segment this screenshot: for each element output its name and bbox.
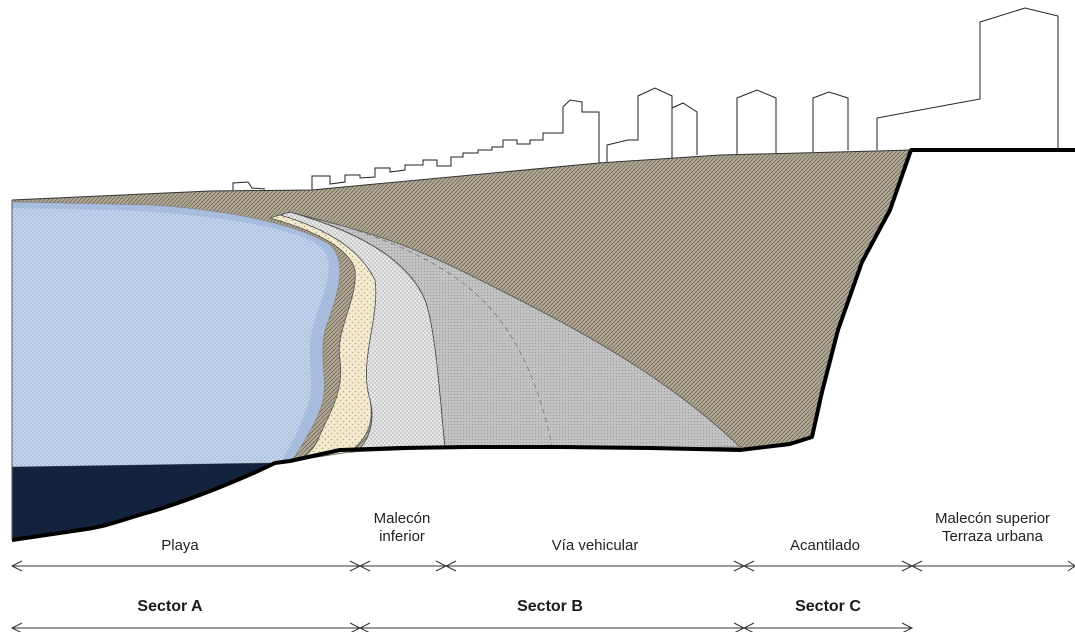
top-profile-line [11, 149, 912, 201]
sector-label-a: Sector A [137, 598, 203, 615]
zone-label-malecon-superior: Malecón superior Terraza urbana [934, 510, 1051, 545]
sea-edge-band [12, 202, 340, 461]
sector-dimension-line [10, 622, 914, 632]
deep-water [12, 463, 275, 540]
sector-label-b: Sector B [517, 598, 583, 615]
zone-label-via-vehicular: Vía vehicular [551, 537, 639, 554]
ground-profile-line [11, 148, 1075, 542]
zone-dimension-line [10, 560, 1075, 572]
zone-label-acantilado: Acantilado [789, 537, 861, 554]
zone-label-malecon-inferior: Malecón inferior [373, 510, 431, 545]
city-skyline [232, 7, 1059, 190]
sea-zone [11, 201, 341, 468]
sector-label-c: Sector C [795, 598, 861, 615]
road-center-line [339, 224, 553, 448]
zone-label-playa: Playa [161, 537, 199, 554]
